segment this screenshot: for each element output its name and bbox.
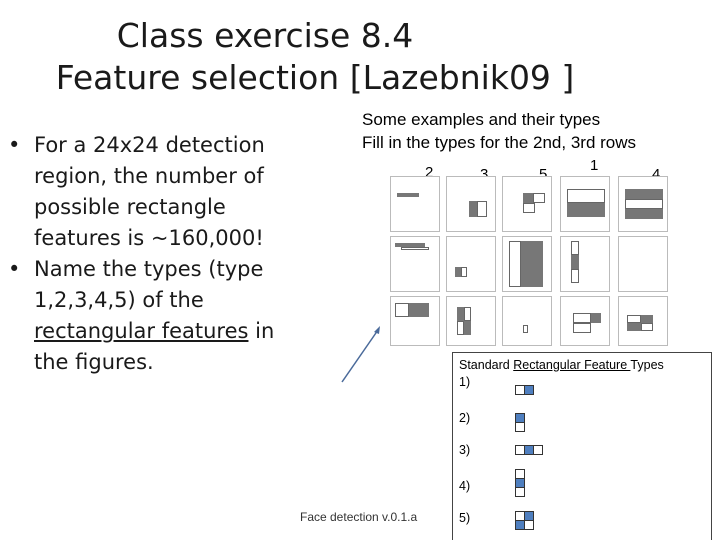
example-image [560, 236, 610, 292]
bullet-text-1: For a 24x24 detection region, the number… [34, 133, 265, 250]
rectangular-features-link[interactable]: rectangular features [34, 319, 249, 343]
standard-types-box: Standard Rectangular Feature Types 1) 2)… [452, 352, 712, 540]
type-5-label: 5) [459, 511, 471, 525]
type-label-4: 4 [652, 166, 661, 183]
example-image [446, 176, 496, 232]
bullet-text-2: Name the types (type 1,2,3,4,5) of the r… [34, 257, 275, 374]
example-image [446, 236, 496, 292]
type-3-label: 3) [459, 443, 471, 457]
example-image [390, 296, 440, 346]
type-4-label: 4) [459, 479, 471, 493]
bullet-item-1: • For a 24x24 detection region, the numb… [8, 130, 308, 254]
example-image [560, 296, 610, 346]
type-label-1: 1 [590, 157, 599, 174]
example-image [560, 176, 610, 232]
examples-caption: Some examples and their types Fill in th… [362, 108, 636, 154]
example-image [618, 236, 668, 292]
type-1-label: 1) [459, 375, 471, 389]
example-image [618, 296, 668, 346]
title-line-2: Feature selection [Lazebnik09 ] [55, 58, 575, 97]
bullet-dot: • [8, 133, 21, 157]
bullet-item-2: • Name the types (type 1,2,3,4,5) of the… [8, 254, 308, 378]
example-image [390, 176, 440, 232]
title-line-1: Class exercise 8.4 [116, 16, 414, 55]
example-image [502, 176, 552, 232]
bullet-list: • For a 24x24 detection region, the numb… [8, 130, 308, 378]
type-label-5: 5 [539, 166, 548, 183]
standard-types-header: Standard Rectangular Feature Types [459, 358, 664, 372]
example-image [446, 296, 496, 346]
bullet-dot: • [8, 257, 21, 281]
examples-line-2: Fill in the types for the 2nd, 3rd rows [362, 133, 637, 152]
examples-line-1: Some examples and their types [362, 110, 601, 129]
example-image [390, 236, 440, 292]
type-label-2: 2 [425, 164, 434, 181]
type-2-label: 2) [459, 411, 471, 425]
example-image [502, 296, 552, 346]
example-image [618, 176, 668, 232]
footer-text: Face detection v.0.1.a [300, 510, 418, 524]
type-label-3: 3 [480, 166, 489, 183]
pointer-arrow-icon [341, 326, 380, 383]
example-image [502, 236, 552, 292]
